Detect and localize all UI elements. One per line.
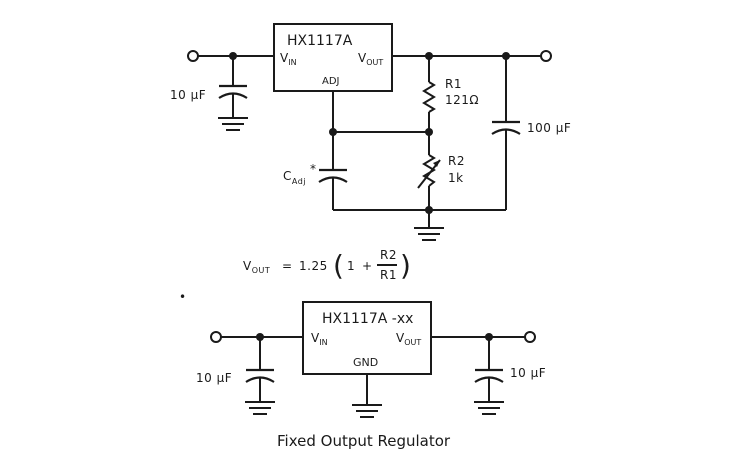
input-capacitor (218, 56, 248, 118)
formula-numerator: R2 (380, 248, 397, 262)
hx1117a-xx-ic (302, 301, 432, 375)
adj-capacitor (318, 132, 348, 210)
gnd-pin-label: GND (353, 356, 378, 369)
ic-name: HX1117A (287, 33, 353, 49)
fixed-vout-pin-label: VOUT (396, 331, 421, 347)
formula-coefficient: 1.25 (299, 259, 328, 273)
output-capacitor (491, 56, 521, 210)
stray-dot: • (179, 290, 186, 304)
adjustable-regulator-circuit: 10 μF HX1117A VIN VOUT ADJ R1 121Ω (170, 23, 571, 282)
fixed-vin-pin-label: VIN (311, 331, 328, 347)
fixed-regulator-circuit: 10 μF HX1117A -xx VIN VOUT GND 10 μF Fix… (196, 301, 546, 450)
ground-symbol (474, 401, 504, 415)
ground-symbol (245, 401, 275, 415)
r1-label: R1 (445, 77, 462, 91)
formula-equals: = (282, 259, 293, 273)
fixed-input-terminal (210, 331, 222, 343)
adj-pin-label: ADJ (322, 76, 340, 87)
r2-variable-resistor (417, 132, 441, 210)
fixed-output-terminal (524, 331, 536, 343)
formula-left-paren: ( (333, 249, 344, 282)
output-terminal (540, 50, 552, 62)
vin-pin-label: VIN (280, 51, 297, 67)
ground-symbol (352, 404, 382, 418)
fixed-input-capacitor-value: 10 μF (196, 371, 232, 385)
ground-symbol (414, 227, 444, 241)
fixed-output-capacitor (474, 337, 504, 402)
r2-value: 1k (448, 171, 464, 185)
fixed-ic-name: HX1117A -xx (322, 311, 413, 327)
formula-one: 1 (347, 259, 355, 273)
output-capacitor-value: 100 μF (527, 121, 571, 135)
input-terminal (187, 50, 199, 62)
fixed-regulator-title: Fixed Output Regulator (277, 432, 451, 450)
r1-resistor (422, 56, 436, 132)
input-capacitor-value: 10 μF (170, 88, 206, 102)
formula-lhs: VOUT (243, 259, 270, 275)
fixed-input-capacitor (245, 337, 275, 402)
adj-capacitor-label: CAdj (283, 169, 306, 186)
formula-denominator: R1 (380, 268, 397, 282)
r1-value: 121Ω (445, 93, 479, 107)
formula-right-paren: ) (400, 249, 411, 282)
vout-pin-label: VOUT (358, 51, 383, 67)
vout-formula: VOUT = 1.25 ( 1 + R2 R1 ) (243, 248, 411, 282)
ground-symbol (218, 117, 248, 131)
r2-label: R2 (448, 154, 465, 168)
fixed-output-capacitor-value: 10 μF (510, 366, 546, 380)
formula-plus: + (362, 259, 373, 273)
adj-capacitor-mark: * (310, 162, 317, 176)
